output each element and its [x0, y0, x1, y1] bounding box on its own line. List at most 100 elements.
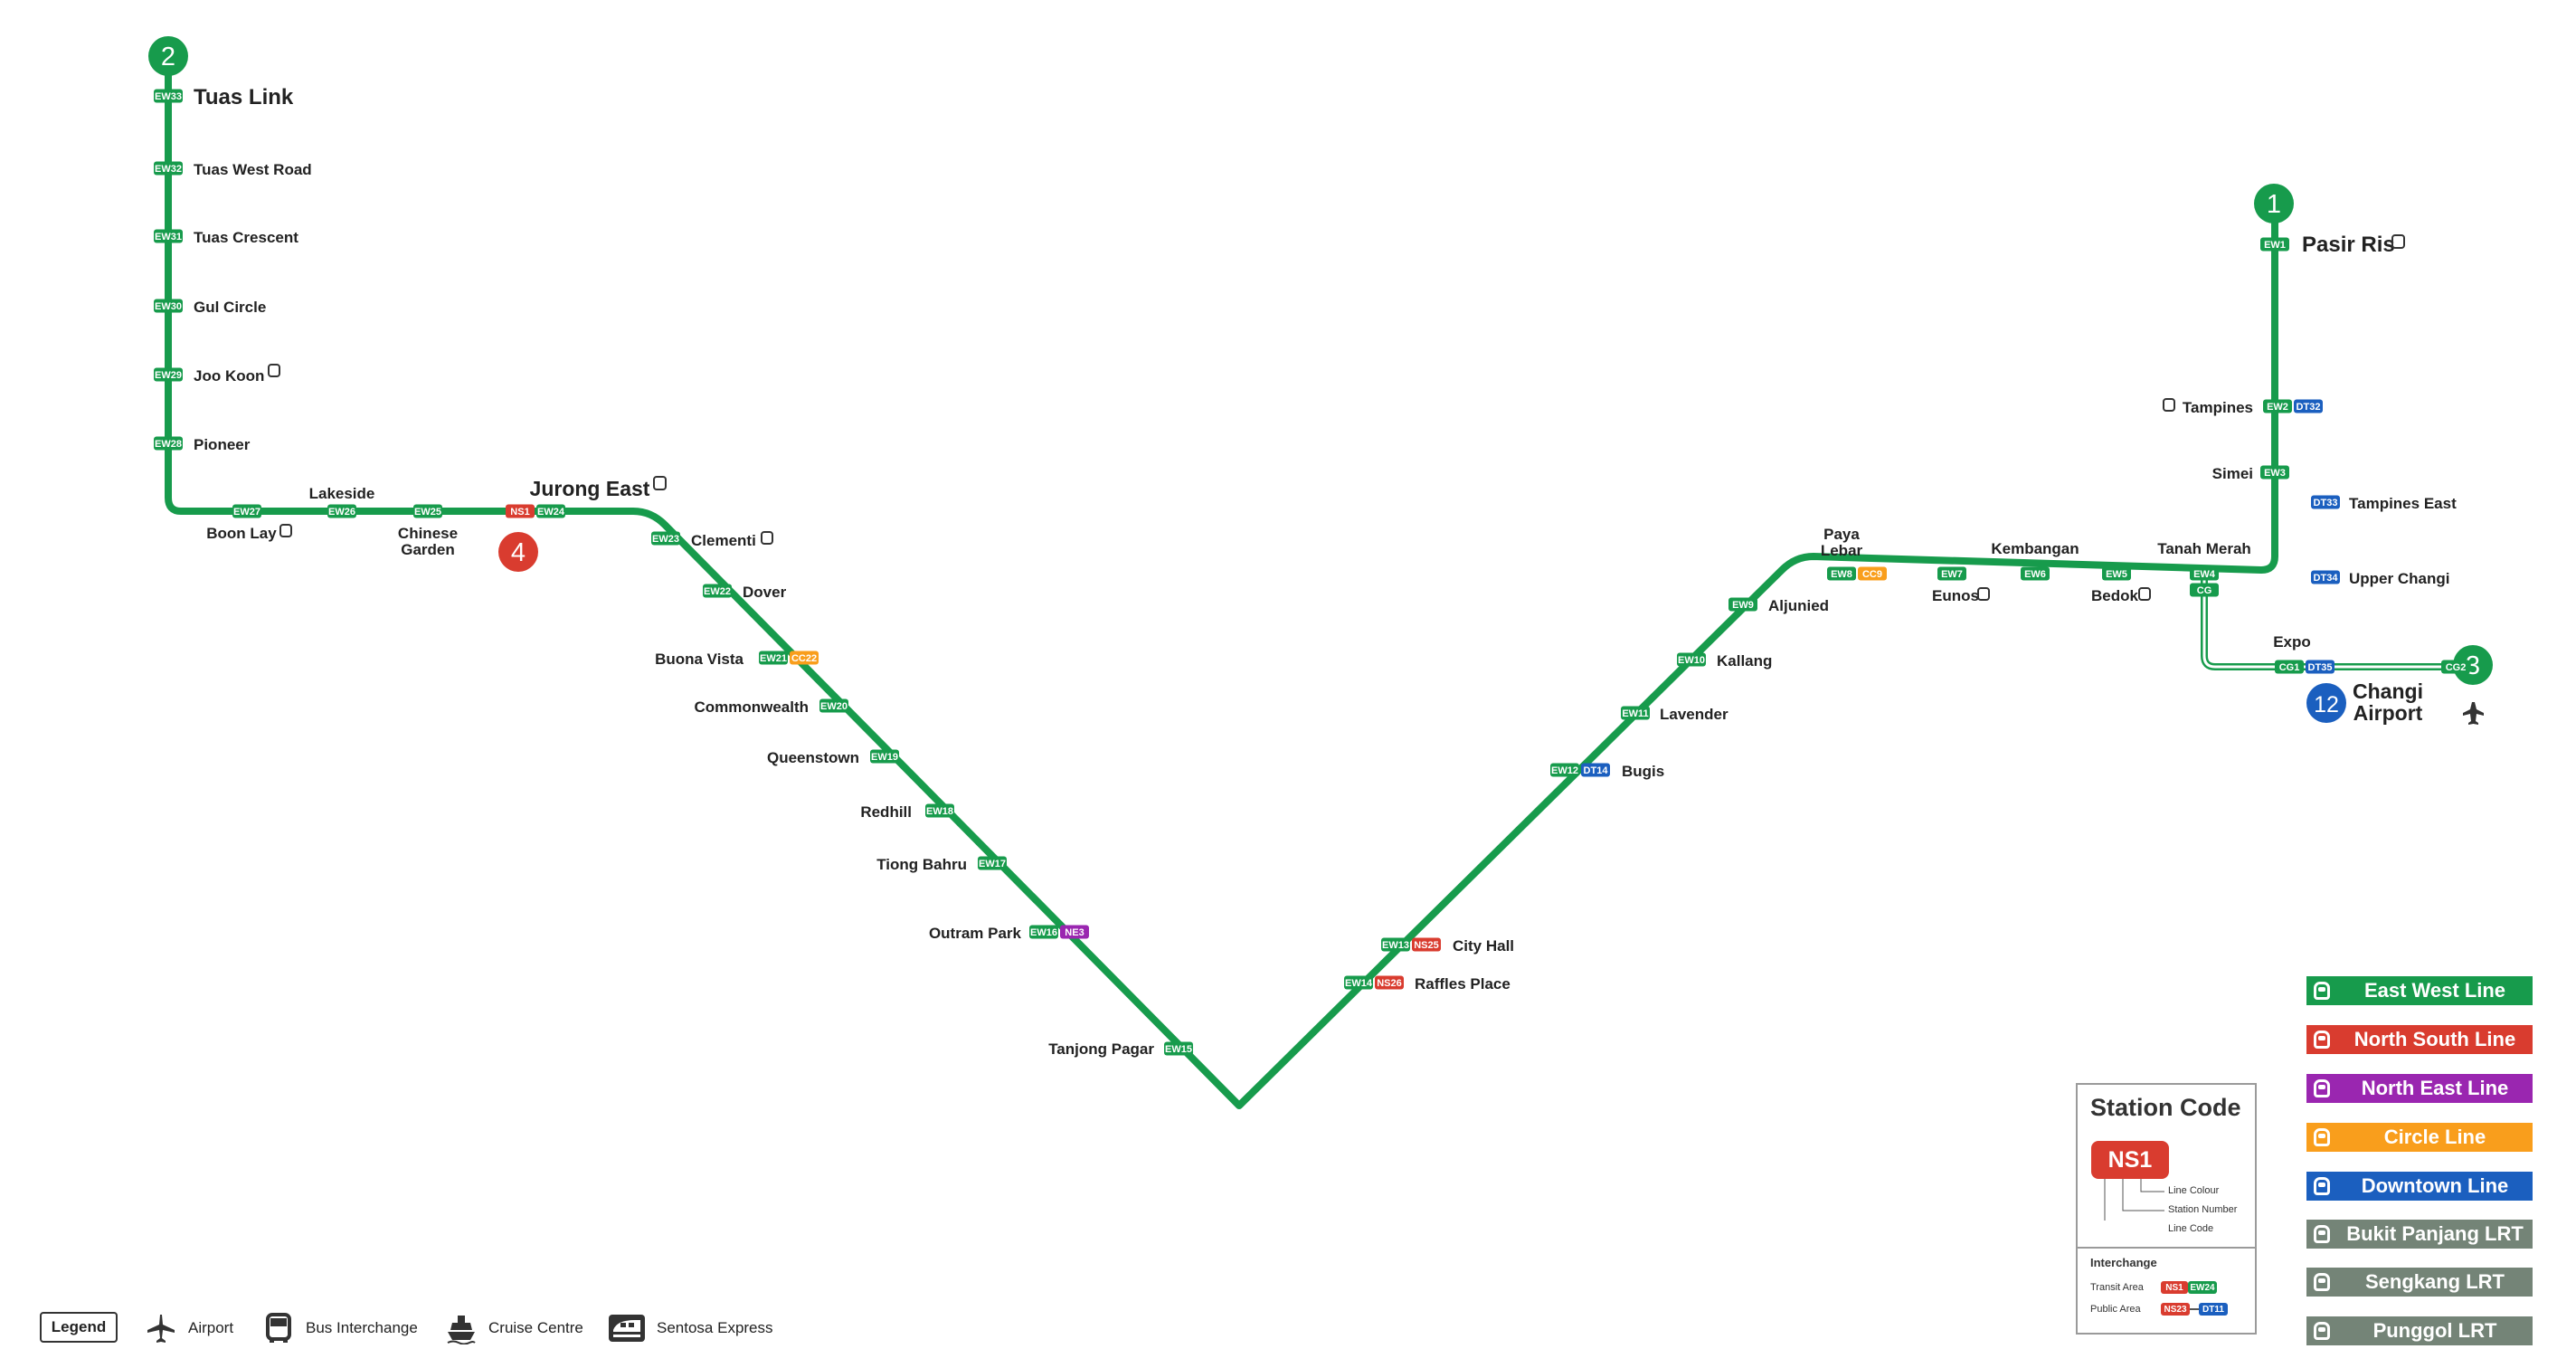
station-code-tag: [1029, 925, 1058, 939]
station-code-tag: [870, 749, 899, 764]
station-code-text: EW16: [1030, 927, 1057, 938]
station-label: Tanjong Pagar: [1048, 1040, 1154, 1058]
station-code-text: NS25: [1414, 940, 1439, 951]
station-code-text: EW17: [979, 859, 1006, 869]
station-label: Aljunied: [1768, 597, 1829, 614]
svg-text:1: 1: [2267, 190, 2281, 219]
bus-interchange-icon: [653, 476, 667, 490]
legend-north-east-line: North East Line: [2306, 1074, 2533, 1103]
station-code-text: EW14: [1345, 978, 1373, 989]
station-code-tag: [2021, 566, 2050, 581]
station-code-tag: [1621, 706, 1650, 720]
station-code-tag: [1344, 975, 1373, 990]
public-code-ns: NS23: [2161, 1303, 2190, 1316]
station-code-legend: Station Code NS1 Line Colour Station Num…: [2076, 1083, 2257, 1335]
legend-east-west-line: East West Line: [2306, 976, 2533, 1005]
train-icon: [2306, 1268, 2337, 1297]
station-label: Jurong East: [530, 477, 650, 500]
station-code-tag: [536, 504, 565, 518]
station-code-tag: [154, 229, 183, 243]
station-code-tag: [790, 651, 819, 665]
legend-line-label: North East Line: [2361, 1077, 2509, 1099]
station-code-tag: [154, 299, 183, 313]
legend-downtown-line: Downtown Line: [2306, 1172, 2533, 1201]
station-code-tag: [1164, 1041, 1193, 1056]
station-code-tag: [232, 504, 261, 518]
branch-badge-2: 2: [148, 36, 188, 76]
legend-airport: Airport: [145, 1303, 233, 1354]
train-icon: [2306, 976, 2337, 1005]
bus-interchange-icon: [279, 524, 292, 537]
station-label: Buona Vista: [655, 651, 743, 668]
station-code-tag: [1581, 763, 1610, 777]
station-cg-branch[interactable]: CG: [2190, 583, 2219, 597]
legend-line-label: Bukit Panjang LRT: [2346, 1222, 2524, 1245]
legend-line-label: Sengkang LRT: [2364, 1270, 2505, 1293]
station-code-text: EW21: [760, 653, 787, 664]
legend-line-label: East West Line: [2363, 979, 2506, 1002]
svg-text:2: 2: [161, 43, 175, 71]
station-code-text: DT33: [2314, 498, 2338, 508]
legend-cruise-centre: Cruise Centre: [445, 1303, 583, 1354]
station-code-text: EW31: [155, 232, 182, 242]
station-code-tag: [1375, 975, 1404, 990]
station-code-text: EW20: [820, 701, 848, 712]
station-code-tag: [506, 504, 535, 518]
station-code-text: EW12: [1551, 765, 1578, 776]
station-code-text: EW32: [155, 164, 182, 175]
station-label: Simei: [2212, 465, 2253, 482]
station-code-tag: [2306, 660, 2334, 674]
station-code-tag: [1728, 597, 1757, 612]
svg-text:4: 4: [511, 538, 526, 567]
train-icon: [2306, 1123, 2337, 1152]
station-code-text: EW7: [1941, 569, 1963, 580]
station-code-tag: [703, 584, 732, 598]
station-label: Tanah Merah: [2157, 540, 2251, 557]
station-label: Tampines: [2183, 399, 2253, 416]
station-code-text: EW28: [155, 439, 182, 450]
station-label: Raffles Place: [1415, 975, 1511, 993]
station-label: City Hall: [1453, 937, 1514, 955]
airport-icon: [147, 1315, 175, 1343]
svg-text:3: 3: [2466, 651, 2480, 680]
